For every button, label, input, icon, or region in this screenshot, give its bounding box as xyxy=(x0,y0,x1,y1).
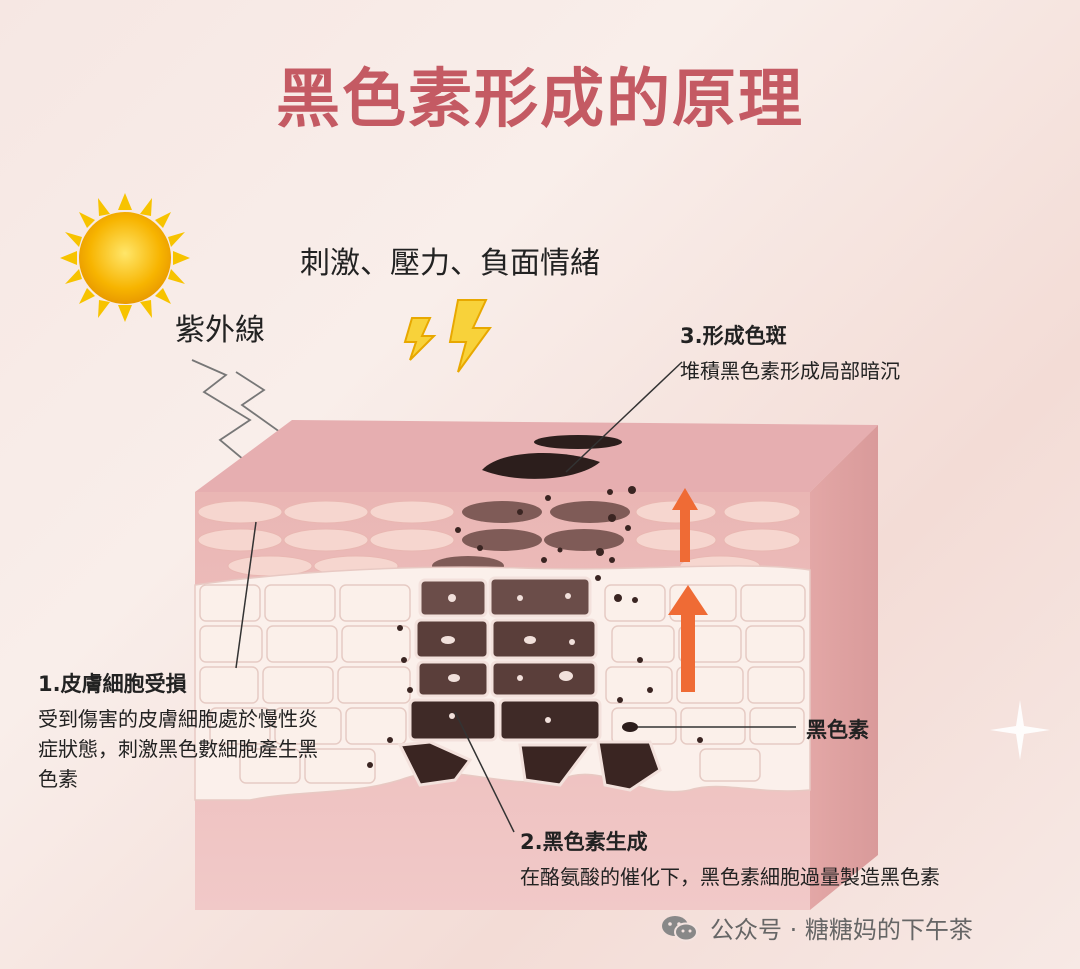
melanin-label: 黑色素 xyxy=(806,718,869,742)
wechat-icon xyxy=(660,913,700,943)
step1-body: 受到傷害的皮膚細胞處於慢性炎症狀態，刺激黑色數細胞產生黑色素 xyxy=(38,707,318,791)
melanin-granules xyxy=(367,486,703,768)
stress-label: 刺激、壓力、負面情緒 xyxy=(300,246,600,281)
uv-label: 紫外線 xyxy=(175,313,265,348)
step2-note: 2.黑色素生成 在酪氨酸的催化下，黑色素細胞過量製造黑色素 xyxy=(520,826,1060,892)
skin-side-face xyxy=(810,425,878,910)
up-arrow-icon xyxy=(668,488,708,692)
watermark-text: 公众号 · 糖糖妈的下午茶 xyxy=(710,916,973,944)
sparkle-icon xyxy=(990,700,1050,760)
page-title: 黑色素形成的原理 xyxy=(276,62,804,137)
melanin-granule-marker xyxy=(622,722,638,732)
dark-spot xyxy=(482,435,622,479)
epidermis-cells xyxy=(197,500,801,577)
step2-body: 在酪氨酸的催化下，黑色素細胞過量製造黑色素 xyxy=(520,865,940,889)
watermark: 公众号 · 糖糖妈的下午茶 xyxy=(660,910,973,945)
step1-note: 1.皮膚細胞受損 受到傷害的皮膚細胞處於慢性炎症狀態，刺激黑色數細胞產生黑色素 xyxy=(38,668,328,794)
lightning-icon xyxy=(403,299,492,373)
step3-title: 3.形成色斑 xyxy=(680,324,787,348)
step2-title: 2.黑色素生成 xyxy=(520,830,648,854)
cell-nuclei xyxy=(441,593,575,723)
sun-icon xyxy=(60,193,190,322)
step3-note: 3.形成色斑 堆積黑色素形成局部暗沉 xyxy=(680,320,1040,386)
light-cells xyxy=(199,584,806,784)
step3-body: 堆積黑色素形成局部暗沉 xyxy=(680,359,900,383)
step1-title: 1.皮膚細胞受損 xyxy=(38,672,187,696)
leader-lines xyxy=(235,361,796,833)
